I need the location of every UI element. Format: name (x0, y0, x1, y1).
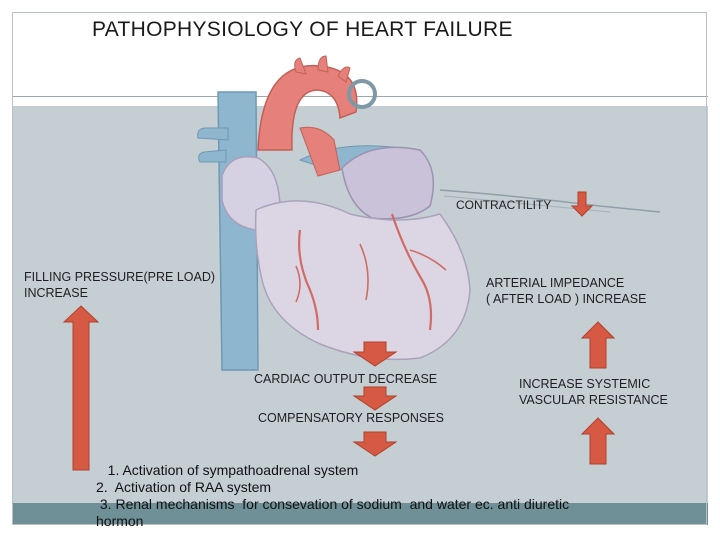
up-arrow-icon (580, 417, 616, 465)
filling-pressure-line2: INCREASE (24, 286, 88, 300)
compensatory-label: COMPENSATORY RESPONSES (258, 411, 444, 425)
up-arrow-icon (62, 305, 100, 471)
svr-line2: VASCULAR RESISTANCE (519, 393, 668, 407)
afterload-line2: ( AFTER LOAD ) INCREASE (486, 292, 647, 306)
contractility-label: CONTRACTILITY (456, 198, 552, 212)
left-atrium (341, 146, 435, 220)
slide-frame (12, 12, 707, 525)
aorta (257, 64, 358, 151)
down-arrow-icon (352, 431, 398, 457)
mechanism-item: 1. Activation of sympathoadrenal system (96, 462, 359, 478)
filling-pressure-line1: FILLING PRESSURE(PRE LOAD) (24, 270, 216, 284)
afterload-line1: ARTERIAL IMPEDANCE (486, 276, 625, 290)
down-arrow-icon (352, 341, 398, 367)
up-arrow-icon (580, 321, 616, 369)
bottom-bar (12, 503, 708, 525)
ventricles (254, 200, 471, 361)
filling-pressure-label: FILLING PRESSURE(PRE LOAD) INCREASE (24, 269, 215, 301)
divider-line (12, 96, 708, 97)
svr-line1: INCREASE SYSTEMIC (519, 377, 651, 391)
mechanism-item: 3. Renal mechanisms for consevation of s… (96, 496, 570, 512)
page-title: PATHOPHYSIOLOGY OF HEART FAILURE (92, 18, 513, 41)
mechanism-item: hormon (96, 513, 144, 529)
svr-label: INCREASE SYSTEMIC VASCULAR RESISTANCE (519, 376, 668, 408)
mechanism-item: 2. Activation of RAA system (96, 479, 272, 495)
afterload-label: ARTERIAL IMPEDANCE ( AFTER LOAD ) INCREA… (486, 275, 646, 307)
mechanisms-list: 1. Activation of sympathoadrenal system … (96, 462, 696, 530)
down-arrow-icon (570, 191, 594, 217)
down-arrow-icon (352, 386, 398, 411)
cardiac-output-label: CARDIAC OUTPUT DECREASE (254, 372, 438, 386)
